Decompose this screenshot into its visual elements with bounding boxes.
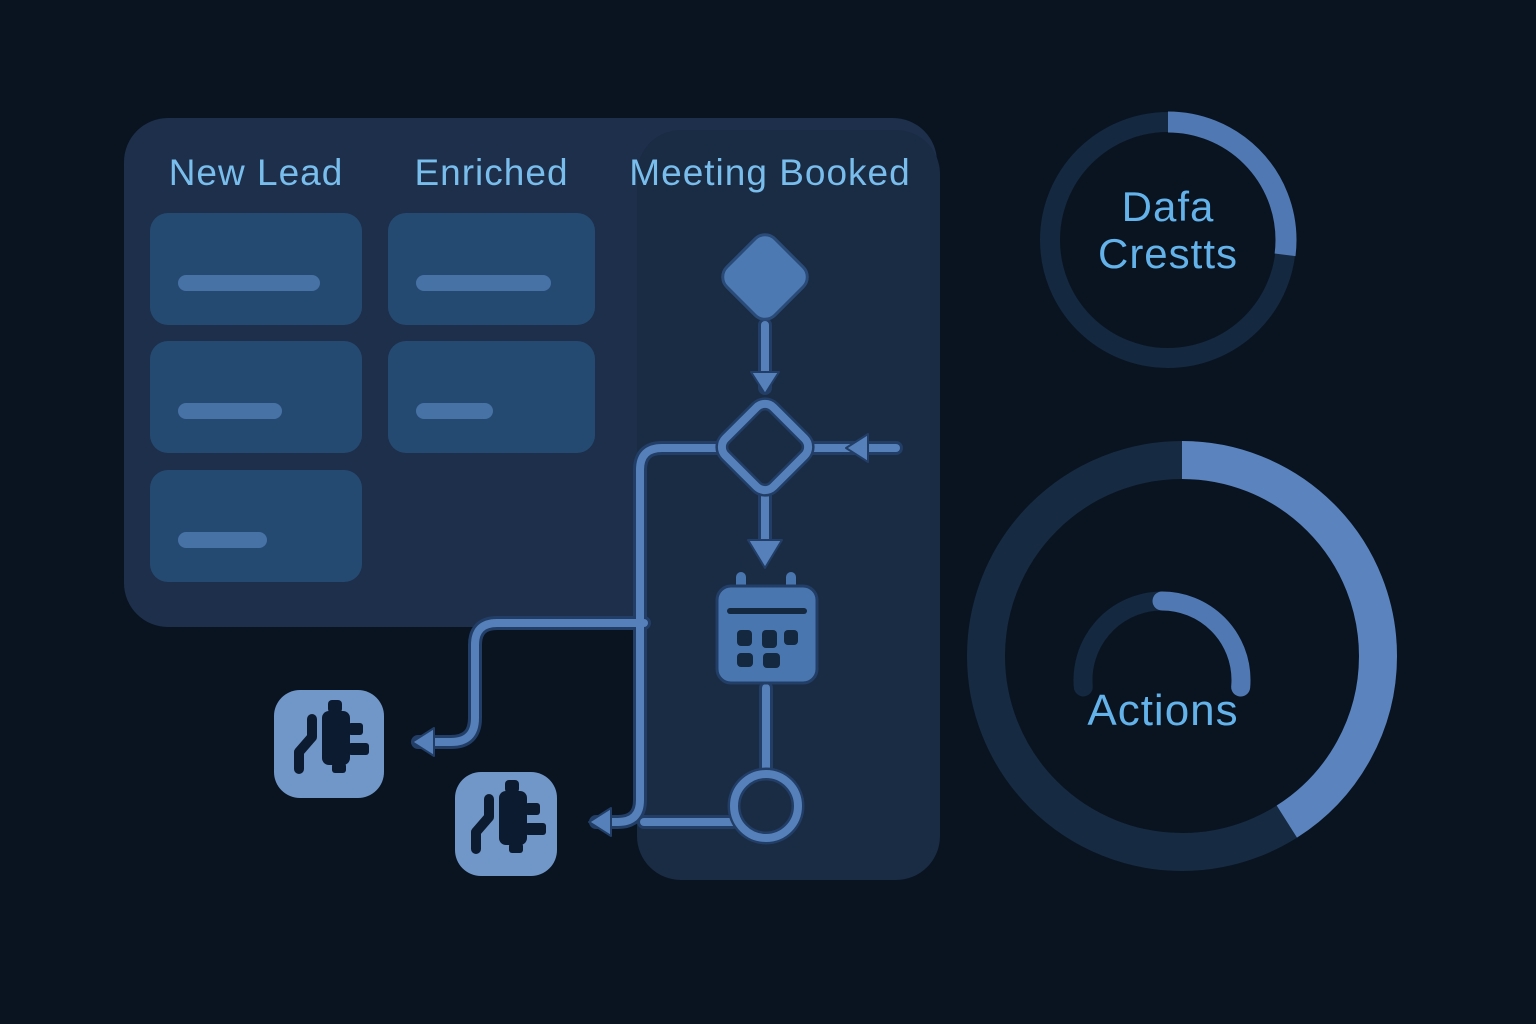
card-placeholder-line [416,403,493,419]
connector-branch-to-plug1 [414,619,648,746]
kanban-card[interactable] [150,341,362,453]
arrowhead-left-icon [845,433,869,463]
credits-label-line1: Dafa [1121,183,1215,230]
credits-ring-label: Dafa Crestts [1040,183,1296,277]
column-header: New Lead [168,152,344,193]
kanban-card[interactable] [150,213,362,325]
arrowhead-left-icon [411,727,435,757]
kanban-card[interactable] [388,213,595,325]
flow-connector [414,321,900,826]
arrowhead-down-icon [747,539,783,569]
actions-ring-progress [967,441,1397,871]
card-placeholder-line [178,275,321,291]
integration-plug-icon[interactable] [274,690,384,798]
decision-diamond-halo [715,397,815,497]
kanban-card[interactable] [388,341,595,453]
column-header: Meeting Booked [629,152,911,193]
column-header: Enriched [414,152,569,193]
connector-decision-to-plug2 [592,444,722,826]
actions-gauge-progress [1073,591,1251,769]
credits-label-line2: Crestts [1097,230,1238,278]
credits-ring-progress [1039,111,1297,369]
arrowhead-down-icon [750,371,780,395]
kanban-card[interactable] [150,470,362,582]
loop-circle-node [730,770,802,842]
card-placeholder-line [416,275,551,291]
calendar-icon [715,572,819,685]
start-diamond-node [721,233,809,321]
integration-plug-icon[interactable] [455,772,557,876]
decision-diamond-node [717,399,813,495]
card-placeholder-line [178,532,268,548]
card-placeholder-line [178,403,282,419]
arrowhead-left-icon [588,807,612,837]
actions-ring-label: Actions [1087,686,1239,735]
